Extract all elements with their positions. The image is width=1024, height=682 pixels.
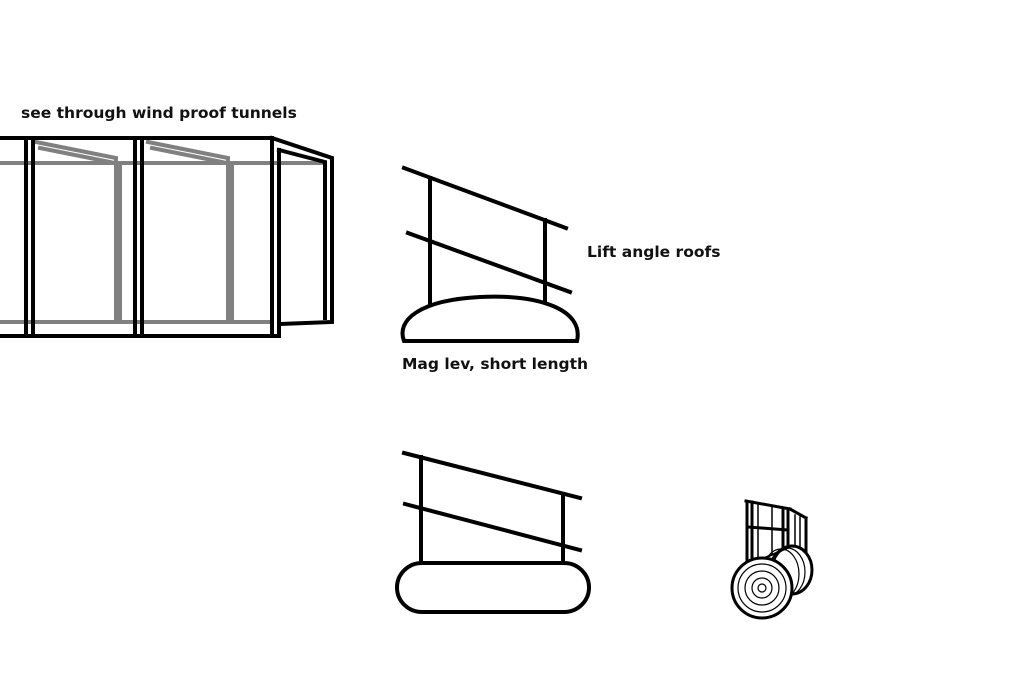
maglev-label: Mag lev, short length <box>402 355 589 373</box>
roofs-label: Lift angle roofs <box>587 243 721 261</box>
lift-roof-pod-2 <box>395 450 591 614</box>
lift-roof-pod-1 <box>400 165 580 343</box>
tunnel-drawing <box>0 135 334 338</box>
tunnels-label: see through wind proof tunnels <box>21 104 297 122</box>
tunnel-glass-frame <box>0 139 324 324</box>
wheeled-cart-icon <box>730 499 814 620</box>
tunnel-black-frame <box>0 135 334 338</box>
